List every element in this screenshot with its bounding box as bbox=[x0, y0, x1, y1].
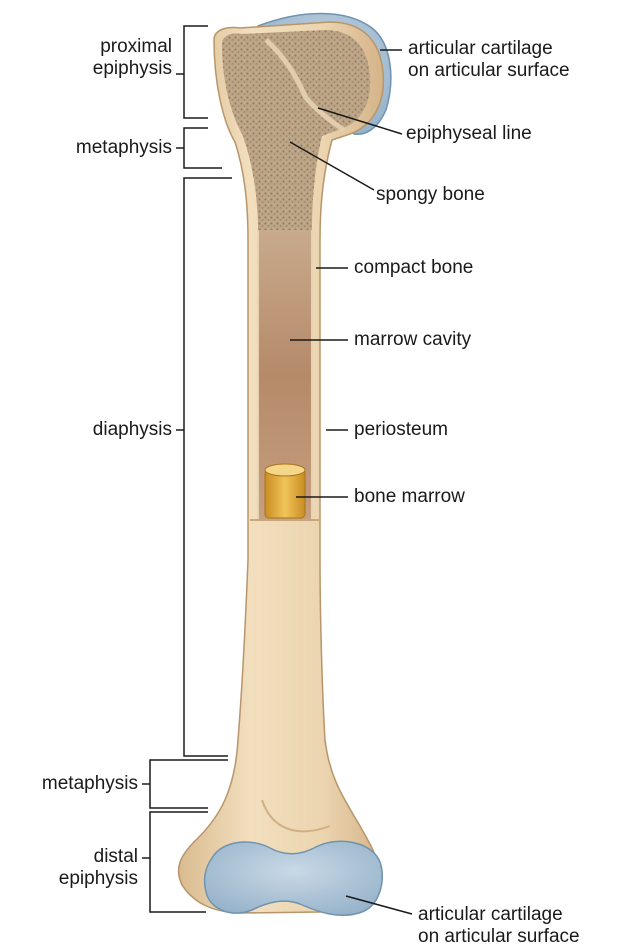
bracket-diaphysis bbox=[184, 178, 232, 756]
label-metaphysis-top: metaphysis bbox=[20, 137, 172, 159]
label-diaphysis: diaphysis bbox=[20, 419, 172, 441]
label-articular-cartilage-top: articular cartilage on articular surface bbox=[408, 38, 570, 82]
label-articular-cartilage-bottom-line2: on articular surface bbox=[418, 926, 580, 948]
label-periosteum: periosteum bbox=[354, 419, 448, 441]
label-bone-marrow: bone marrow bbox=[354, 486, 465, 508]
label-spongy-bone: spongy bone bbox=[376, 184, 485, 206]
label-articular-cartilage-top-line1: articular cartilage bbox=[408, 38, 570, 60]
label-proximal-epiphysis-line1: proximal bbox=[46, 36, 172, 58]
bracket-metaphysis-bottom bbox=[150, 760, 228, 808]
label-articular-cartilage-bottom-line1: articular cartilage bbox=[418, 904, 580, 926]
label-articular-cartilage-top-line2: on articular surface bbox=[408, 60, 570, 82]
label-marrow-cavity: marrow cavity bbox=[354, 329, 471, 351]
label-proximal-epiphysis: proximal epiphysis bbox=[46, 36, 172, 80]
label-articular-cartilage-bottom: articular cartilage on articular surface bbox=[418, 904, 580, 948]
bracket-metaphysis-top bbox=[184, 128, 222, 168]
label-distal-epiphysis-line1: distal bbox=[0, 846, 138, 868]
label-epiphyseal-line: epiphyseal line bbox=[406, 123, 532, 145]
label-proximal-epiphysis-line2: epiphysis bbox=[46, 58, 172, 80]
bracket-proximal-epiphysis bbox=[184, 26, 208, 118]
bone-marrow-plug bbox=[265, 464, 305, 518]
label-metaphysis-bottom: metaphysis bbox=[0, 773, 138, 795]
label-distal-epiphysis: distal epiphysis bbox=[0, 846, 138, 890]
label-compact-bone: compact bone bbox=[354, 257, 473, 279]
label-distal-epiphysis-line2: epiphysis bbox=[0, 868, 138, 890]
